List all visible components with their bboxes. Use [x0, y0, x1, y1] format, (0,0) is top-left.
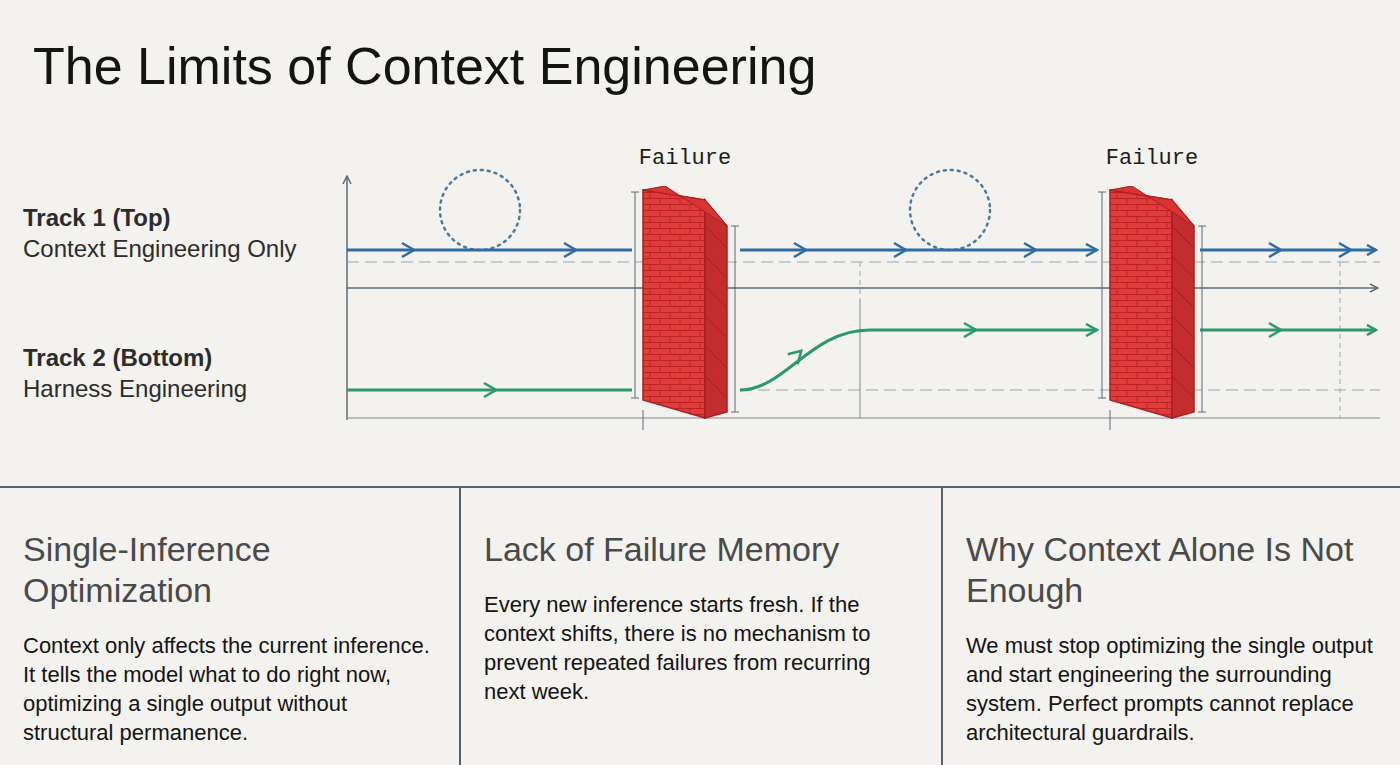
wall-top [1110, 186, 1194, 226]
track-line [347, 389, 632, 392]
direction-chevron [788, 346, 806, 364]
track-label: Context Engineering Only [23, 235, 297, 263]
divider-axis [347, 287, 1378, 288]
failure-label: Failure [630, 142, 740, 171]
brick-wall [630, 186, 740, 426]
panel-heading: Lack of Failure Memory [484, 529, 917, 570]
track-connector [740, 249, 1097, 252]
title: The Limits of Context Engineering [33, 36, 816, 96]
direction-chevron [402, 243, 414, 257]
panel-body: We must stop optimizing the single outpu… [966, 631, 1376, 747]
direction-chevron [1269, 323, 1281, 337]
tick [1110, 410, 1111, 430]
track-label: Track 2 (Bottom) [23, 344, 212, 372]
text-panel: Why Context Alone Is Not Enough We must s… [943, 489, 1400, 765]
tick-guide [1340, 262, 1341, 418]
wall-front [643, 190, 705, 418]
loop-circle [440, 170, 520, 250]
separator [941, 487, 943, 765]
track-label: Harness Engineering [23, 375, 247, 403]
dimension-line [635, 192, 735, 412]
brick-wall [1097, 186, 1207, 426]
failure-wall: Failure [1097, 142, 1207, 428]
separator [0, 486, 1400, 488]
separator [459, 487, 461, 765]
direction-chevron [1024, 243, 1036, 257]
y-axis [346, 176, 348, 420]
wall-top [643, 186, 727, 226]
direction-chevron [564, 243, 576, 257]
track-line [1200, 329, 1376, 332]
direction-chevron [1269, 243, 1281, 257]
failure-label: Failure [1097, 142, 1207, 171]
wall-front [1110, 190, 1172, 418]
dashed-guide [347, 262, 1380, 263]
panel-body: Every new inference starts fresh. If the… [484, 590, 917, 706]
wall-side [705, 200, 727, 418]
tick-guide [860, 300, 861, 418]
loop-circle [910, 170, 990, 250]
panel-body: Context only affects the current inferen… [23, 631, 435, 747]
track-line [347, 249, 632, 252]
base-line [347, 417, 1380, 418]
failure-wall: Failure [630, 142, 740, 428]
tick [643, 410, 644, 430]
direction-chevron [1339, 243, 1351, 257]
dimension-tick [1098, 192, 1206, 412]
dashed-guide [740, 390, 1380, 391]
dimension-tick [631, 192, 739, 412]
direction-chevron [964, 323, 976, 337]
track-connector [740, 330, 1097, 390]
direction-chevron [794, 243, 806, 257]
direction-chevron [484, 383, 496, 397]
wall-side-bricks [705, 226, 727, 398]
panel-heading: Single-Inference Optimization [23, 529, 435, 611]
wall-side-bricks [1172, 226, 1194, 398]
tick-guide [860, 262, 861, 300]
text-panel: Lack of Failure MemoryEvery new inferenc… [461, 489, 941, 765]
direction-chevron [894, 243, 906, 257]
text-panel: Single-Inference OptimizationContext onl… [0, 489, 459, 765]
track-label: Track 1 (Top) [23, 204, 171, 232]
wall-side [1172, 200, 1194, 418]
dimension-line [1102, 192, 1202, 412]
panel-heading: Why Context Alone Is Not Enough [966, 529, 1376, 611]
